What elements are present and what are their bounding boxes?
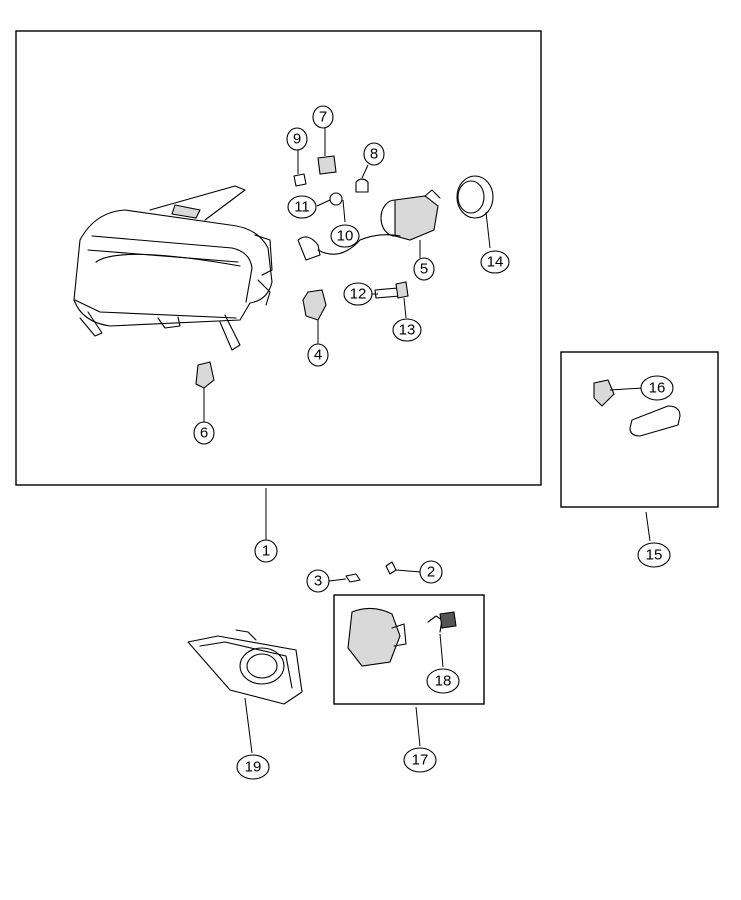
part-9-bulb (293, 150, 307, 187)
svg-text:7: 7 (319, 109, 327, 126)
svg-text:2: 2 (427, 564, 435, 581)
svg-text:4: 4 (314, 347, 322, 364)
part-4-socket (302, 289, 327, 345)
callout-16: 16 (640, 375, 674, 401)
part-14-ring (456, 175, 494, 249)
part-3-fastener (328, 573, 361, 583)
part-13-socket (395, 281, 409, 319)
headlamp-housing (73, 185, 273, 351)
callout-19: 19 (236, 754, 270, 780)
svg-text:5: 5 (420, 261, 428, 278)
part-12-bulb (372, 287, 401, 299)
svg-text:15: 15 (646, 547, 663, 564)
callout-7: 7 (312, 105, 334, 129)
svg-text:11: 11 (294, 199, 310, 216)
callout-2: 2 (419, 560, 443, 584)
svg-text:16: 16 (649, 380, 666, 397)
side-marker-box (560, 351, 719, 508)
part-16-side-marker (593, 379, 681, 437)
callout-13: 13 (392, 318, 422, 342)
part-19-fog-bezel (187, 629, 303, 754)
svg-text:12: 12 (350, 286, 367, 303)
fog-lamp-box (333, 594, 485, 705)
part-10-harness (297, 199, 401, 261)
callout-18: 18 (426, 668, 460, 694)
svg-text:8: 8 (370, 146, 378, 163)
part-17-fog-lamp (347, 607, 457, 668)
callout-15: 15 (637, 542, 671, 568)
svg-text:3: 3 (314, 573, 322, 590)
svg-text:13: 13 (399, 322, 416, 339)
svg-text:14: 14 (487, 254, 504, 271)
callout-12: 12 (343, 282, 373, 306)
part-6-clip (195, 361, 215, 422)
svg-text:10: 10 (337, 228, 354, 245)
part-7-connector (317, 128, 337, 175)
headlamp-assembly-box (15, 30, 542, 486)
svg-text:1: 1 (262, 543, 270, 560)
callout-14: 14 (480, 250, 510, 274)
callout-11: 11 (287, 195, 317, 219)
callout-17: 17 (403, 747, 437, 773)
svg-text:18: 18 (435, 673, 452, 690)
part-2-fastener (385, 561, 422, 575)
callout-10: 10 (330, 224, 360, 248)
callout-9: 9 (286, 127, 308, 151)
svg-text:6: 6 (200, 425, 208, 442)
part-5-projector (380, 189, 441, 258)
svg-text:9: 9 (293, 131, 301, 148)
part-11-bulb (316, 192, 343, 207)
callout-6: 6 (193, 421, 215, 445)
leader-17 (415, 706, 421, 747)
svg-text:19: 19 (245, 759, 262, 776)
callout-4: 4 (307, 343, 329, 367)
part-8-bulb (355, 164, 369, 193)
svg-text:17: 17 (412, 752, 429, 769)
leader-15 (645, 511, 651, 542)
callout-5: 5 (413, 257, 435, 281)
callout-1: 1 (254, 539, 278, 563)
callout-8: 8 (363, 142, 385, 166)
callout-3: 3 (306, 569, 330, 593)
